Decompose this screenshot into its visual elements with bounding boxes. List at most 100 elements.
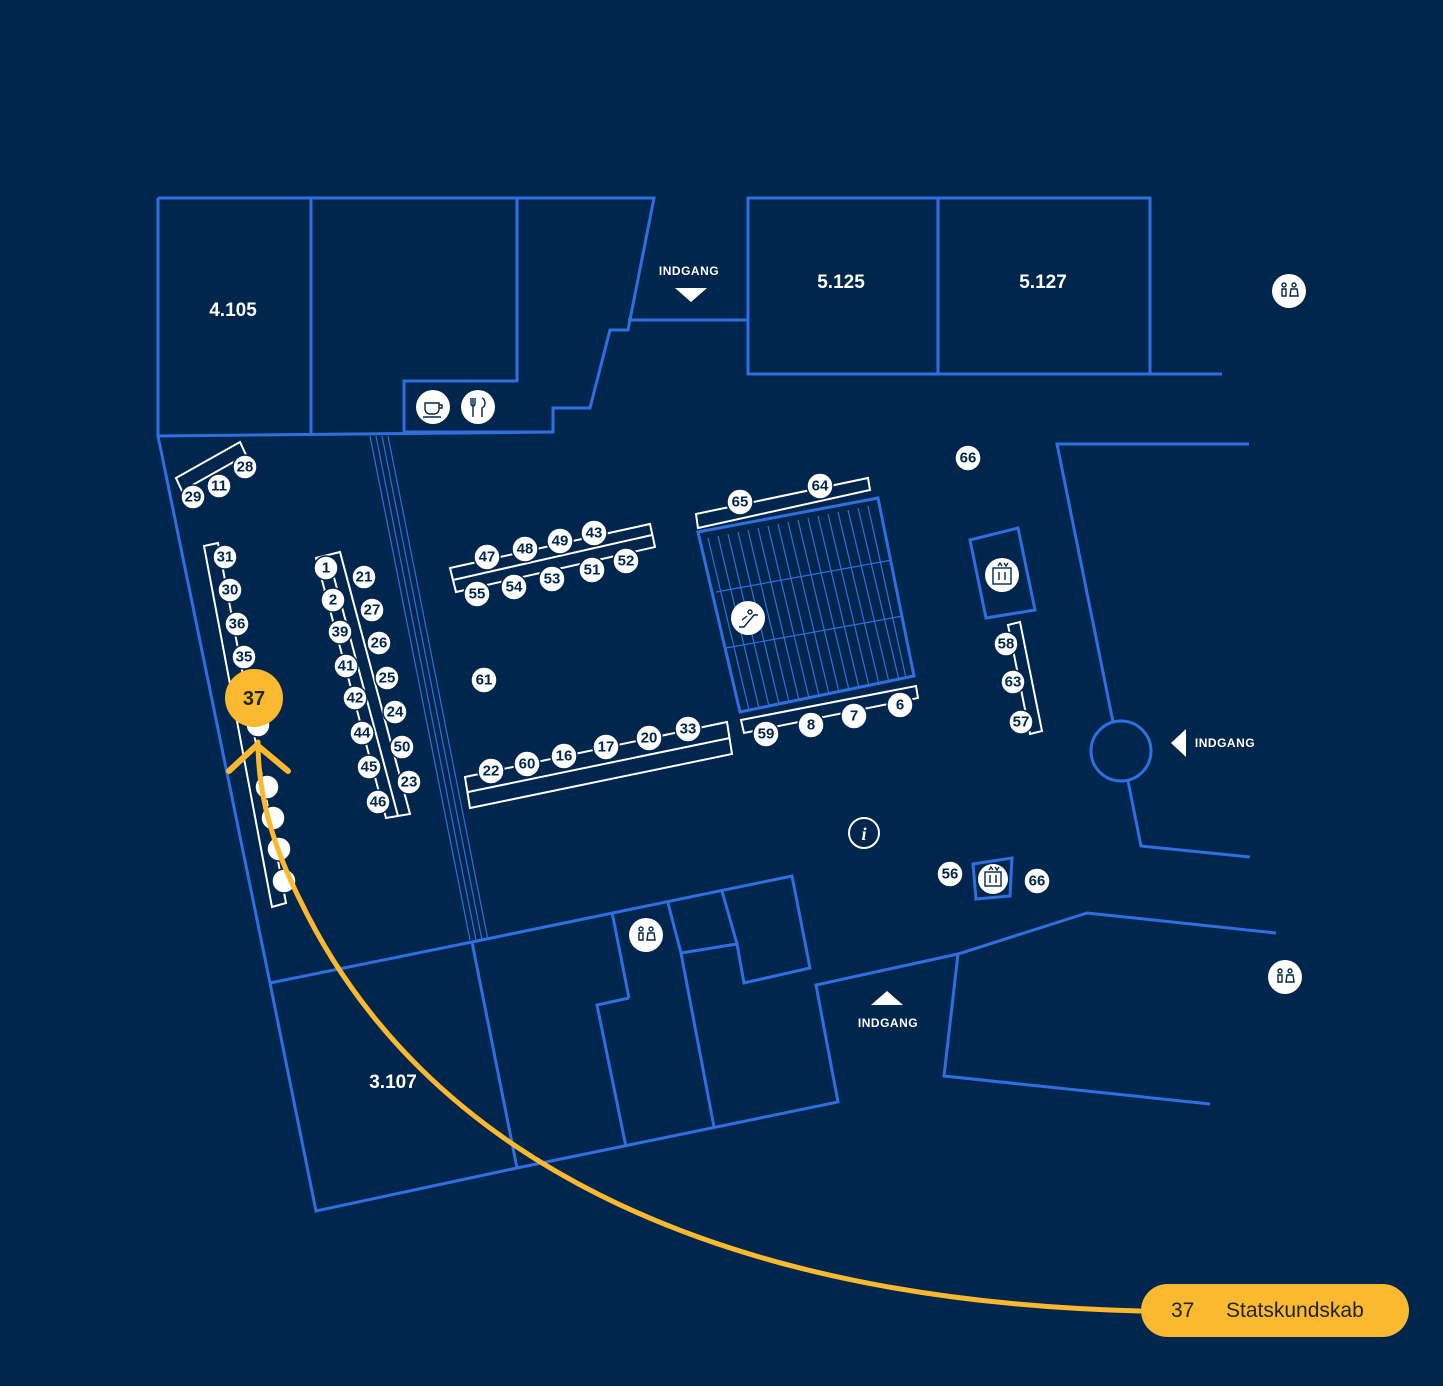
marker-54[interactable]: 54 <box>500 573 528 601</box>
svg-text:25: 25 <box>379 670 396 687</box>
marker-24[interactable]: 24 <box>382 699 408 725</box>
restroom-icon[interactable] <box>1268 960 1302 994</box>
elevator-icon[interactable] <box>985 558 1019 592</box>
marker-26[interactable]: 26 <box>366 630 392 656</box>
marker-22[interactable]: 22 <box>477 757 505 785</box>
destination-number: 37 <box>1171 1298 1195 1322</box>
coffee-icon[interactable] <box>416 390 450 424</box>
marker-42[interactable]: 42 <box>342 685 368 711</box>
svg-text:31: 31 <box>217 549 234 566</box>
svg-text:45: 45 <box>361 759 378 776</box>
svg-text:2: 2 <box>329 592 337 609</box>
svg-text:20: 20 <box>641 730 658 747</box>
svg-text:36: 36 <box>229 616 246 633</box>
svg-text:51: 51 <box>584 562 601 579</box>
marker-57[interactable]: 57 <box>1008 709 1034 735</box>
svg-text:6: 6 <box>896 697 904 714</box>
marker-21[interactable]: 21 <box>351 564 377 590</box>
room-label-5127: 5.127 <box>1019 272 1067 293</box>
marker-30[interactable]: 30 <box>217 577 243 603</box>
room-label-4105: 4.105 <box>209 300 257 321</box>
marker-66[interactable]: 66 <box>954 444 982 472</box>
entrance-label: INDGANG <box>858 1016 918 1030</box>
info-icon[interactable]: i <box>848 817 880 849</box>
arrow-up-icon <box>226 742 291 774</box>
marker-48[interactable]: 48 <box>511 535 539 563</box>
marker-53[interactable]: 53 <box>538 565 566 593</box>
marker-47[interactable]: 47 <box>473 543 501 571</box>
escalator-icon[interactable] <box>731 601 765 635</box>
marker-6[interactable]: 6 <box>886 691 914 719</box>
marker-31[interactable]: 31 <box>212 544 238 570</box>
svg-text:64: 64 <box>812 478 829 495</box>
marker-58[interactable]: 58 <box>993 631 1019 657</box>
marker-25[interactable]: 25 <box>374 665 400 691</box>
marker-20[interactable]: 20 <box>635 724 663 752</box>
marker-59[interactable]: 59 <box>752 720 780 748</box>
svg-text:65: 65 <box>732 494 749 511</box>
floor-walls <box>156 196 1277 1213</box>
marker-1[interactable]: 1 <box>313 555 339 581</box>
svg-text:35: 35 <box>236 649 253 666</box>
svg-text:55: 55 <box>469 586 486 603</box>
svg-text:11: 11 <box>211 478 227 495</box>
svg-text:30: 30 <box>222 582 239 599</box>
markers: 1 2 6 7 8 11 16 17 20 21 22 23 24 25 26 … <box>180 444 1051 895</box>
svg-text:58: 58 <box>998 636 1015 653</box>
marker-56[interactable]: 56 <box>936 860 964 888</box>
arrow-left-icon <box>1171 729 1186 757</box>
restroom-icon[interactable] <box>629 918 663 952</box>
svg-text:17: 17 <box>598 739 615 756</box>
marker-17[interactable]: 17 <box>592 733 620 761</box>
arrow-down-icon <box>675 288 707 302</box>
destination-label: Statskundskab <box>1226 1298 1364 1322</box>
marker-16[interactable]: 16 <box>550 742 578 770</box>
svg-text:1: 1 <box>322 560 330 577</box>
marker-44[interactable]: 44 <box>349 720 375 746</box>
marker-51[interactable]: 51 <box>578 556 606 584</box>
marker-27[interactable]: 27 <box>359 597 385 623</box>
svg-text:8: 8 <box>807 717 815 734</box>
marker-64[interactable]: 64 <box>806 472 834 500</box>
marker-33[interactable]: 33 <box>674 715 702 743</box>
svg-text:26: 26 <box>371 635 388 652</box>
marker-55[interactable]: 55 <box>463 580 491 608</box>
highlighted-marker[interactable]: 37 <box>225 669 283 727</box>
marker-29[interactable]: 29 <box>180 484 206 510</box>
svg-text:24: 24 <box>387 704 404 721</box>
marker-23[interactable]: 23 <box>396 769 422 795</box>
restroom-icon[interactable] <box>1272 274 1306 308</box>
marker-50[interactable]: 50 <box>389 734 415 760</box>
marker-39[interactable]: 39 <box>327 619 353 645</box>
svg-text:52: 52 <box>618 553 635 570</box>
marker-7[interactable]: 7 <box>840 702 868 730</box>
marker-36[interactable]: 36 <box>224 611 250 637</box>
svg-text:21: 21 <box>356 569 373 586</box>
marker-63[interactable]: 63 <box>1000 669 1026 695</box>
marker-60[interactable]: 60 <box>513 750 541 778</box>
escalator-steps <box>707 505 907 711</box>
marker-43[interactable]: 43 <box>580 519 608 547</box>
marker-52[interactable]: 52 <box>612 547 640 575</box>
marker-11[interactable]: 11 <box>206 473 232 499</box>
svg-text:16: 16 <box>556 748 573 765</box>
svg-text:47: 47 <box>479 549 496 566</box>
marker-2[interactable]: 2 <box>320 587 346 613</box>
marker-61[interactable]: 61 <box>470 666 498 694</box>
marker-45[interactable]: 45 <box>356 754 382 780</box>
restaurant-icon[interactable] <box>461 390 495 424</box>
marker-28[interactable]: 28 <box>232 454 258 480</box>
marker-46[interactable]: 46 <box>365 789 391 815</box>
marker-65[interactable]: 65 <box>726 488 754 516</box>
marker-8[interactable]: 8 <box>797 711 825 739</box>
marker-66[interactable]: 66 <box>1023 867 1051 895</box>
elevator-icon[interactable] <box>978 864 1008 894</box>
svg-text:29: 29 <box>185 489 202 506</box>
marker-41[interactable]: 41 <box>333 653 359 679</box>
highlighted-marker-number: 37 <box>243 688 265 710</box>
marker-35[interactable]: 35 <box>231 644 257 670</box>
destination-badge[interactable]: 37 Statskundskab <box>1141 1284 1409 1337</box>
svg-text:59: 59 <box>758 726 775 743</box>
marker-49[interactable]: 49 <box>546 527 574 555</box>
